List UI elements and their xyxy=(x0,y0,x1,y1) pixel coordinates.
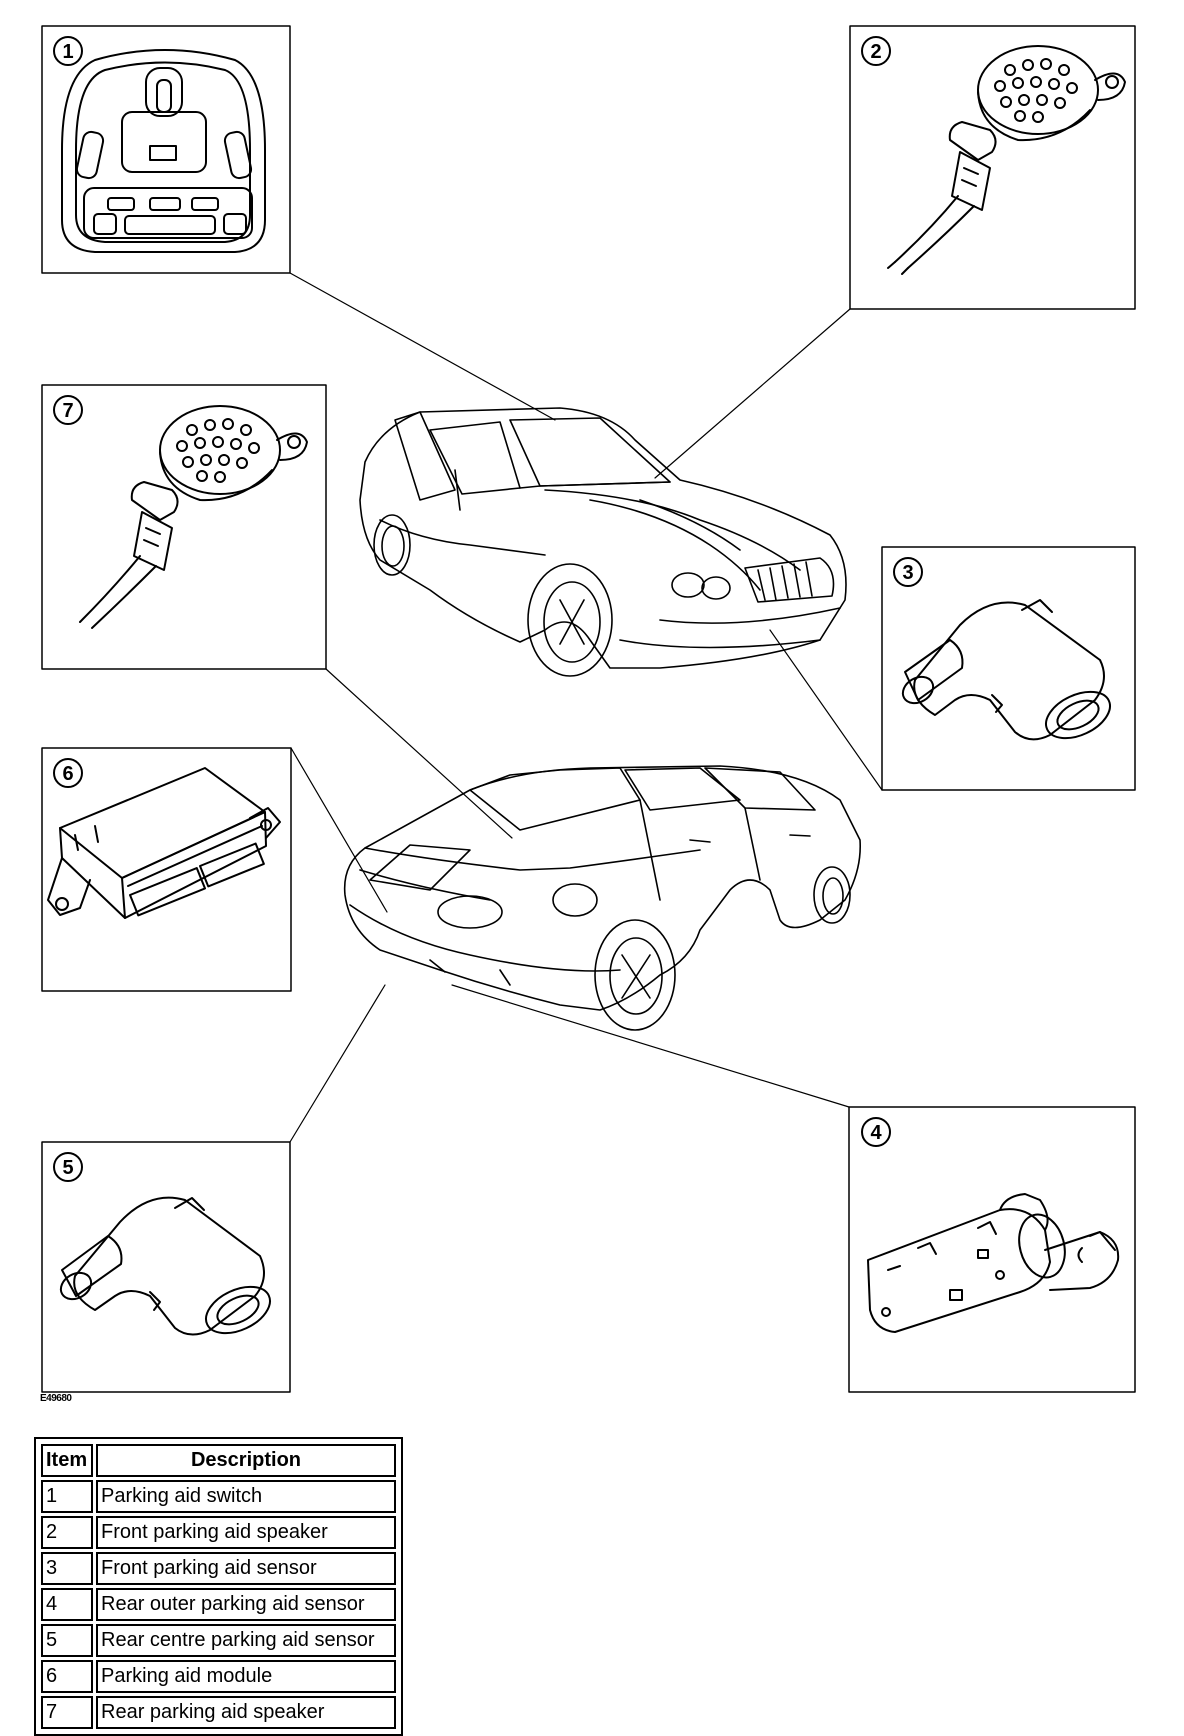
legend-item-description: Front parking aid sensor xyxy=(96,1552,396,1585)
legend-item-number: 2 xyxy=(41,1516,93,1549)
callout-number-4: 4 xyxy=(870,1122,882,1144)
legend-row: 5 Rear centre parking aid sensor xyxy=(41,1624,396,1657)
callout-box-3: 3 xyxy=(881,546,1136,791)
callout-box-4: 4 xyxy=(848,1106,1136,1393)
front-speaker-illustration xyxy=(887,45,1126,275)
legend-item-description: Parking aid module xyxy=(96,1660,396,1693)
legend-table: Item Description 1 Parking aid switch 2 … xyxy=(34,1437,403,1736)
legend-item-description: Rear centre parking aid sensor xyxy=(96,1624,396,1657)
legend-row: 4 Rear outer parking aid sensor xyxy=(41,1588,396,1621)
vehicle-rear-view xyxy=(343,765,862,1031)
legend-item-description: Rear parking aid speaker xyxy=(96,1696,396,1729)
rear-centre-sensor-illustration xyxy=(59,1196,271,1336)
legend-row: 7 Rear parking aid speaker xyxy=(41,1696,396,1729)
callout-number-5: 5 xyxy=(62,1157,73,1179)
front-sensor-illustration xyxy=(901,599,1111,741)
legend-row: 3 Front parking aid sensor xyxy=(41,1552,396,1585)
figure-id: E49680 xyxy=(40,1393,72,1404)
leader-lines xyxy=(289,272,883,1143)
legend-header-item: Item xyxy=(41,1444,93,1477)
vehicle-front-view xyxy=(359,407,847,677)
legend-item-description: Rear outer parking aid sensor xyxy=(96,1588,396,1621)
parking-aid-switch-illustration xyxy=(61,49,266,253)
parking-aid-module-illustration xyxy=(47,767,281,919)
callout-number-3: 3 xyxy=(902,562,913,584)
legend-item-number: 4 xyxy=(41,1588,93,1621)
callout-number-6: 6 xyxy=(62,763,73,785)
component-location-diagram: 1 2 xyxy=(41,25,1136,1393)
rear-outer-sensor-illustration xyxy=(867,1193,1120,1333)
legend-row: 6 Parking aid module xyxy=(41,1660,396,1693)
legend-header-description: Description xyxy=(96,1444,396,1477)
legend-row: 2 Front parking aid speaker xyxy=(41,1516,396,1549)
callout-number-7: 7 xyxy=(62,400,73,422)
legend-row: 1 Parking aid switch xyxy=(41,1480,396,1513)
legend-item-number: 1 xyxy=(41,1480,93,1513)
legend-item-number: 3 xyxy=(41,1552,93,1585)
callout-number-2: 2 xyxy=(870,41,881,63)
legend-item-number: 6 xyxy=(41,1660,93,1693)
legend-item-number: 5 xyxy=(41,1624,93,1657)
callout-box-1: 1 xyxy=(41,25,291,274)
rear-speaker-illustration xyxy=(79,405,308,629)
callout-box-5: 5 xyxy=(41,1141,291,1393)
legend-item-description: Parking aid switch xyxy=(96,1480,396,1513)
legend-item-number: 7 xyxy=(41,1696,93,1729)
callout-box-2: 2 xyxy=(849,25,1136,310)
callout-number-1: 1 xyxy=(62,41,73,63)
callout-box-7: 7 xyxy=(41,384,327,670)
callout-box-6: 6 xyxy=(41,747,292,992)
legend-item-description: Front parking aid speaker xyxy=(96,1516,396,1549)
